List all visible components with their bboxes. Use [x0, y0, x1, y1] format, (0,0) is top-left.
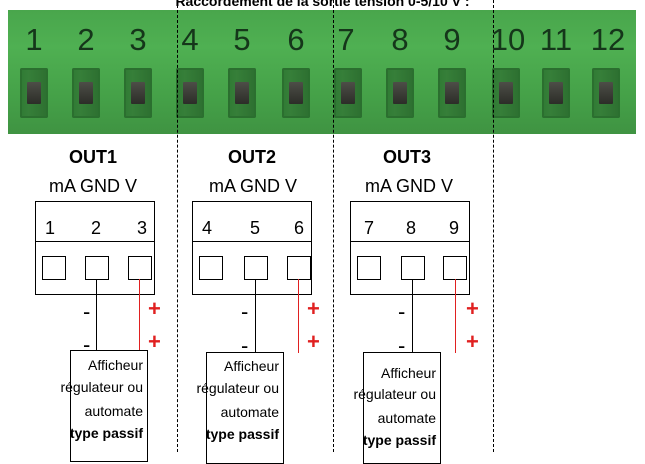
ground-wire [412, 279, 413, 353]
terminal-screw-slot [334, 68, 362, 118]
terminal-screw-slot [282, 68, 310, 118]
terminal-screw-slot [176, 68, 204, 118]
connector-terminal [244, 256, 268, 280]
connector-terminal [401, 256, 425, 280]
connector-terminal [357, 256, 381, 280]
minus-sign: - [83, 332, 91, 357]
connector-divider [351, 241, 469, 242]
terminal-number-10: 10 [490, 22, 526, 57]
minus-sign: - [241, 333, 249, 358]
positive-wire [455, 279, 456, 353]
device-text: automate [220, 404, 279, 420]
connector-pin-label: 5 [249, 218, 260, 238]
terminal-number-9: 9 [443, 22, 461, 57]
connector-pin-label: 2 [90, 218, 101, 238]
device-text: régulateur ou [60, 379, 143, 395]
group-divider [177, 0, 178, 452]
device-text: Afficheur [224, 358, 279, 374]
group-divider [333, 0, 334, 452]
connector-pin-label: 8 [405, 218, 416, 238]
output-title: OUT2 [227, 147, 276, 167]
device-text: régulateur ou [353, 386, 436, 402]
connector-pin-label: 3 [136, 218, 147, 238]
plus-sign: + [466, 329, 479, 354]
device-text: régulateur ou [196, 380, 279, 396]
terminal-screw-slot [228, 68, 256, 118]
terminal-number-1: 1 [25, 22, 43, 57]
output-title: OUT1 [68, 147, 117, 167]
plus-sign: + [148, 329, 161, 354]
device-text: type passif [362, 432, 436, 448]
connector-column-labels: mA GND V [48, 176, 137, 196]
connector-column-labels: mA GND V [208, 176, 297, 196]
terminal-number-4: 4 [181, 22, 199, 57]
device-text: automate [84, 403, 143, 419]
minus-sign: - [398, 333, 406, 358]
plus-sign: + [307, 329, 320, 354]
diagram-caption: Raccordement de la sortie tension 0-5/10… [175, 0, 470, 9]
terminal-number-3: 3 [129, 22, 147, 57]
connector-terminal [128, 256, 152, 280]
ground-wire [255, 279, 256, 353]
passive-device-box: Afficheur régulateur ou automate type pa… [353, 352, 441, 464]
plus-sign: + [307, 296, 320, 321]
terminal-screw-slot [386, 68, 414, 118]
output-connector: 4 5 6 [192, 201, 312, 295]
terminal-screw-slot [542, 68, 570, 118]
plus-sign: + [148, 296, 161, 321]
minus-sign: - [241, 299, 249, 324]
connector-pin-label: 7 [363, 218, 374, 238]
device-text: automate [377, 410, 436, 426]
terminal-block-image: 1 2 3 4 5 6 7 8 9 10 11 12 [8, 10, 636, 134]
terminal-number-2: 2 [77, 22, 95, 57]
device-text: Afficheur [88, 357, 143, 373]
terminal-screw-slot [492, 68, 520, 118]
terminal-screw-slot [72, 68, 100, 118]
connector-pin-label: 1 [44, 218, 55, 238]
connector-terminal [443, 256, 467, 280]
minus-sign: - [398, 299, 406, 324]
connector-pin-label: 9 [448, 218, 459, 238]
positive-wire [298, 279, 299, 353]
connector-column-labels: mA GND V [364, 176, 453, 196]
output-title: OUT3 [382, 147, 431, 167]
terminal-number-5: 5 [233, 22, 251, 57]
connector-terminal [287, 256, 311, 280]
terminal-screw-slot [592, 68, 620, 118]
output-connector: 1 2 3 [35, 201, 155, 295]
connector-terminal [42, 256, 66, 280]
connector-divider [36, 241, 154, 242]
terminal-screw-slot [438, 68, 466, 118]
connector-pin-label: 4 [201, 218, 212, 238]
device-text: type passif [69, 425, 143, 441]
passive-device-box: Afficheur régulateur ou automate type pa… [60, 350, 148, 462]
device-text: Afficheur [381, 365, 436, 381]
connector-terminal [85, 256, 109, 280]
minus-sign: - [83, 299, 91, 324]
terminal-number-12: 12 [590, 22, 626, 57]
connector-pin-label: 6 [293, 218, 304, 238]
terminal-number-6: 6 [287, 22, 305, 57]
terminal-screw-slot [20, 68, 48, 118]
group-divider [493, 0, 494, 452]
device-text: type passif [205, 426, 279, 442]
output-connector: 7 8 9 [350, 201, 470, 295]
positive-wire [139, 279, 140, 351]
connector-divider [193, 241, 311, 242]
ground-wire [96, 279, 97, 351]
connector-terminal [199, 256, 223, 280]
terminal-number-8: 8 [391, 22, 409, 57]
terminal-screw-slot [124, 68, 152, 118]
passive-device-box: Afficheur régulateur ou automate type pa… [196, 352, 284, 464]
plus-sign: + [466, 296, 479, 321]
terminal-number-7: 7 [337, 22, 355, 57]
terminal-number-11: 11 [539, 22, 573, 57]
